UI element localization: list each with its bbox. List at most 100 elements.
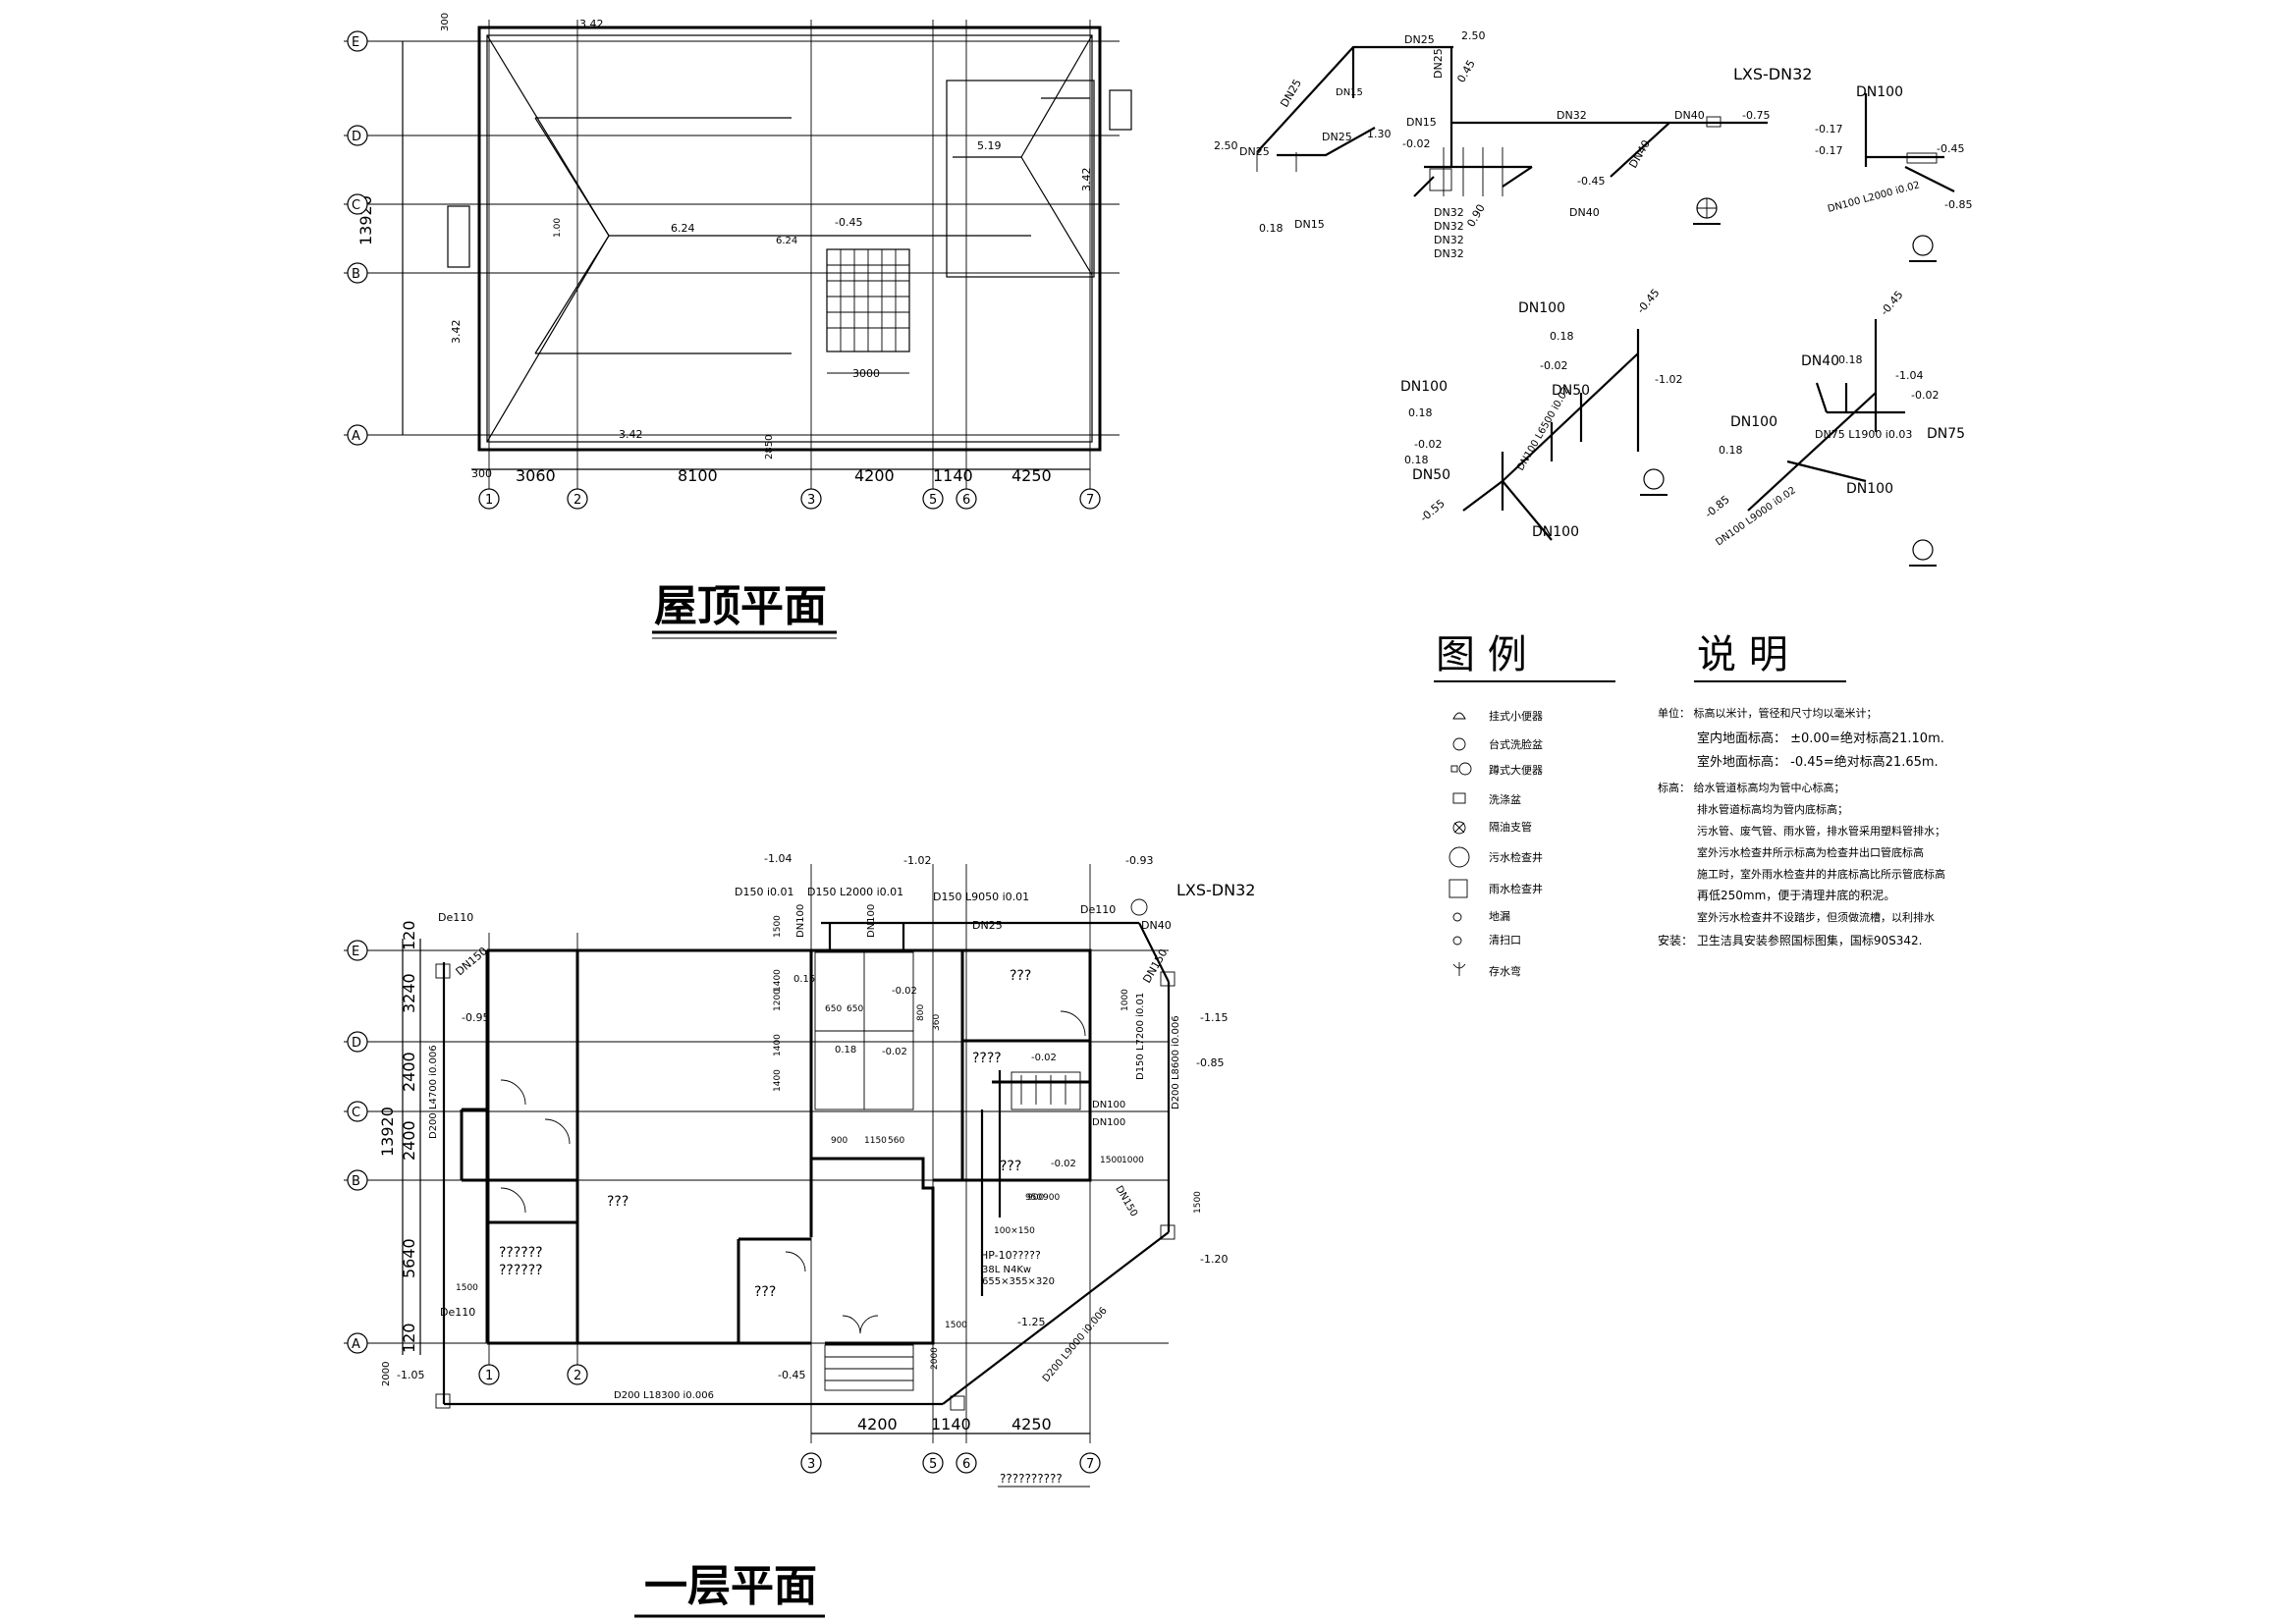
svg-text:-0.75: -0.75: [1742, 109, 1770, 122]
svg-text:3.42: 3.42: [1080, 168, 1093, 192]
svg-text:De110: De110: [1080, 903, 1116, 916]
legend: 图 例 说 明 挂式小便器 台式洗脸盆 蹲式大便器 洗涤盆 隔油支管 污水检查井…: [1434, 632, 1945, 978]
svg-text:2.50: 2.50: [1214, 139, 1238, 152]
svg-text:DN100 L9000 i0.02: DN100 L9000 i0.02: [1714, 485, 1798, 548]
svg-text:DN40: DN40: [1569, 206, 1600, 219]
svg-text:DN100: DN100: [866, 904, 877, 938]
equipment-label: HP-10?????: [980, 1249, 1041, 1262]
svg-text:4200: 4200: [857, 1415, 898, 1434]
roof-top-dim: 300: [440, 13, 451, 31]
svg-text:1150: 1150: [864, 1136, 887, 1146]
svg-text:D200 L9000 i0.006: D200 L9000 i0.006: [1041, 1306, 1110, 1384]
svg-text:室外污水检查井所示标高为检查井出口管底标高: 室外污水检查井所示标高为检查井出口管底标高: [1697, 845, 1924, 859]
svg-text:DN25: DN25: [1239, 145, 1270, 158]
svg-text:-0.17: -0.17: [1815, 123, 1842, 135]
svg-text:E: E: [352, 35, 359, 50]
legend-head-left: 图 例: [1436, 632, 1527, 677]
svg-text:-0.93: -0.93: [1125, 854, 1153, 867]
svg-text:5: 5: [929, 493, 937, 508]
svg-text:DN100: DN100: [1400, 379, 1448, 395]
svg-text:清扫口: 清扫口: [1489, 934, 1521, 947]
svg-text:???: ???: [607, 1194, 629, 1210]
toilet-fixtures: [500, 951, 1086, 1334]
svg-text:7: 7: [1086, 1457, 1094, 1472]
svg-text:D200 L4700 i0.006: D200 L4700 i0.006: [428, 1045, 439, 1139]
svg-text:5: 5: [929, 1457, 937, 1472]
svg-text:-0.45: -0.45: [1937, 142, 1964, 155]
svg-text:38L N4Kw: 38L N4Kw: [982, 1265, 1031, 1275]
svg-text:室外地面标高： -0.45=绝对标高21.65m.: 室外地面标高： -0.45=绝对标高21.65m.: [1697, 754, 1939, 770]
svg-text:存水弯: 存水弯: [1489, 964, 1521, 978]
svg-text:D200 L18300 i0.006: D200 L18300 i0.006: [614, 1390, 714, 1401]
svg-text:13920: 13920: [378, 1107, 397, 1157]
svg-text:2: 2: [574, 1369, 581, 1383]
svg-text:雨水检查井: 雨水检查井: [1489, 882, 1543, 895]
svg-text:2: 2: [574, 493, 581, 508]
svg-text:-1.15: -1.15: [1200, 1011, 1228, 1024]
svg-text:DN100: DN100: [1092, 1100, 1125, 1110]
svg-text:7: 7: [1086, 493, 1094, 508]
svg-text:0.18: 0.18: [835, 1045, 856, 1055]
legend-notes: 单位： 标高以米计，管径和尺寸均以毫米计； 室内地面标高： ±0.00=绝对标高…: [1658, 706, 1945, 947]
legend-head-right: 说 明: [1697, 632, 1788, 677]
svg-text:800: 800: [916, 1004, 926, 1021]
skylight: 3000: [826, 248, 910, 380]
svg-text:DN15: DN15: [1294, 218, 1325, 231]
svg-text:-1.04: -1.04: [764, 852, 792, 865]
svg-text:??????: ??????: [499, 1263, 543, 1278]
plan-row-bubbles: E D C B A: [347, 940, 368, 1354]
svg-text:DN40: DN40: [1141, 919, 1172, 932]
svg-text:-1.20: -1.20: [1200, 1253, 1228, 1266]
svg-text:???: ???: [1010, 968, 1031, 984]
roof-dim-4: 1140: [933, 466, 973, 485]
svg-text:-1.02: -1.02: [1655, 373, 1682, 386]
svg-text:???: ???: [754, 1284, 776, 1300]
misc-dims: 1500 1400 1400 1200 1400 650 650 360 800…: [456, 915, 1203, 1370]
svg-text:DN40: DN40: [1674, 109, 1705, 122]
svg-text:-0.02: -0.02: [1051, 1159, 1076, 1169]
svg-text:1500: 1500: [945, 1321, 967, 1330]
roof-row-bubbles: E D C B A: [347, 30, 368, 446]
svg-text:DN32: DN32: [1434, 206, 1464, 219]
svg-text:4250: 4250: [1011, 1415, 1052, 1434]
svg-text:900: 900: [1043, 1193, 1060, 1203]
svg-text:3.42: 3.42: [619, 428, 643, 441]
iso-supply-diagram: DN25 2.50 DN25 0.45 DN15 DN25 DN25 1.30 …: [1214, 29, 1812, 260]
svg-text:LXS-DN32: LXS-DN32: [1733, 65, 1812, 83]
svg-text:1.30: 1.30: [1367, 128, 1392, 140]
svg-text:污水管、废气管、雨水管，排水管采用塑料管排水；: 污水管、废气管、雨水管，排水管采用塑料管排水；: [1697, 824, 1945, 838]
svg-text:900: 900: [1027, 1193, 1044, 1203]
svg-text:DN15: DN15: [1406, 116, 1437, 129]
svg-text:-0.02: -0.02: [1414, 438, 1442, 451]
svg-text:5.19: 5.19: [977, 139, 1002, 152]
svg-text:E: E: [352, 945, 359, 959]
svg-text:De110: De110: [438, 911, 473, 924]
iso-drain-diagram-3: DN100 0.18 -0.02 -0.45 DN100 DN50 -1.02 …: [1400, 287, 1682, 541]
svg-text:120: 120: [400, 920, 418, 950]
svg-text:2850: 2850: [764, 435, 775, 460]
svg-text:-1.04: -1.04: [1895, 369, 1923, 382]
roof-plan-title: 屋顶平面: [654, 581, 827, 631]
svg-text:地漏: 地漏: [1489, 910, 1510, 923]
svg-text:D150 L7200 i0.01: D150 L7200 i0.01: [1135, 993, 1146, 1080]
svg-text:DN40: DN40: [1626, 137, 1653, 170]
svg-text:-0.02: -0.02: [1911, 389, 1939, 402]
svg-text:D150 i0.01: D150 i0.01: [735, 886, 794, 898]
svg-text:0.18: 0.18: [1838, 353, 1863, 366]
svg-text:1: 1: [485, 1369, 493, 1383]
svg-text:室内地面标高： ±0.00=绝对标高21.10m.: 室内地面标高： ±0.00=绝对标高21.10m.: [1697, 730, 1944, 746]
svg-text:DN50: DN50: [1552, 383, 1590, 399]
svg-text:1500: 1500: [773, 915, 783, 938]
bottom-note: ??????????: [1000, 1472, 1063, 1486]
svg-text:DN100: DN100: [1518, 300, 1565, 316]
svg-text:-1.02: -1.02: [903, 854, 931, 867]
svg-text:1400: 1400: [773, 969, 783, 992]
svg-text:B: B: [352, 267, 360, 282]
svg-text:再低250mm，便于清理井底的积泥。: 再低250mm，便于清理井底的积泥。: [1697, 888, 1895, 902]
svg-text:0.18: 0.18: [1259, 222, 1284, 235]
svg-text:650: 650: [825, 1004, 842, 1014]
svg-text:120: 120: [400, 1323, 418, 1353]
svg-text:D200 L8600 i0.006: D200 L8600 i0.006: [1171, 1015, 1181, 1109]
svg-text:2400: 2400: [400, 1052, 418, 1092]
